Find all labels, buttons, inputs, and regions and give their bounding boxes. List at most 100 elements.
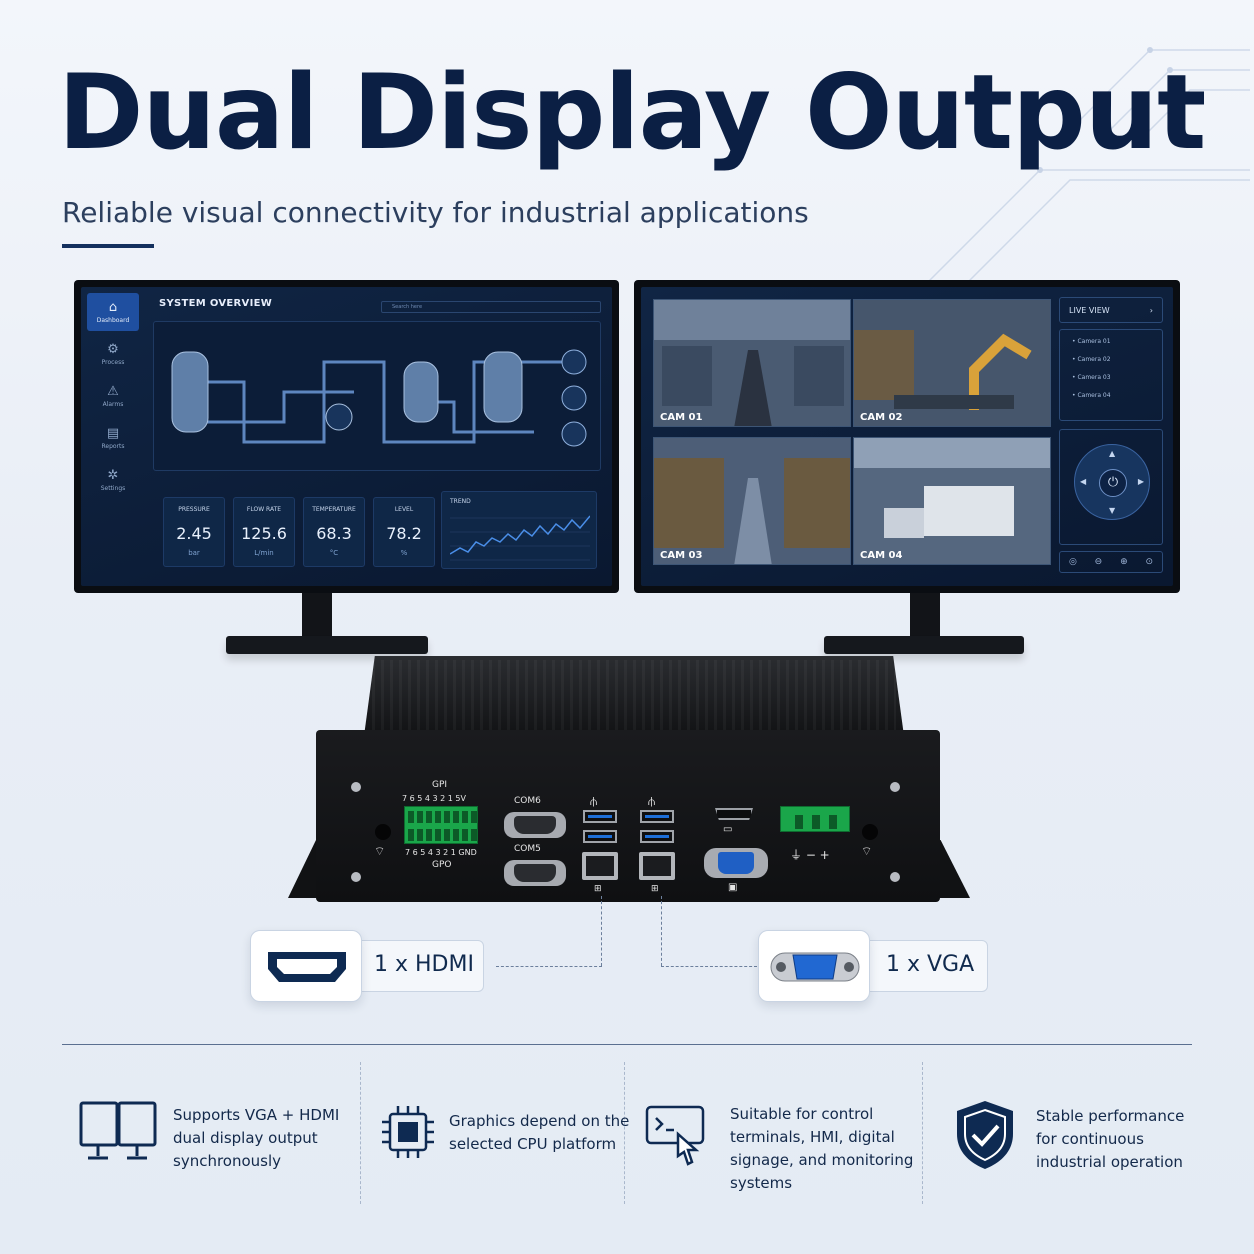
kpi-label: TEMPERATURE [312,506,356,513]
feature-graphics-cpu: Graphics depend on the selected CPU plat… [449,1110,629,1156]
camera-label: CAM 01 [660,412,703,423]
nav-dashboard[interactable]: ⌂ Dashboard [87,293,139,331]
dual-monitor-icon [79,1101,157,1160]
live-view-label: LIVE VIEW [1069,306,1110,315]
storage-racks-scene [654,438,850,564]
record-icon[interactable]: ◎ [1068,557,1077,567]
feature-separator [360,1062,361,1204]
ptz-toolbar: ◎ ⊖ ⊕ ⊙ [1059,551,1163,573]
nav-settings[interactable]: ✲ Settings [87,461,139,499]
gpio-terminal-block[interactable] [404,806,478,844]
heatsink-fins [372,660,896,734]
vga-callout-label: 1 x VGA [886,952,975,977]
com6-port[interactable] [504,812,566,838]
kpi-temperature: TEMPERATURE 68.3 °C [303,497,365,567]
right-monitor: CAM 01 CAM 02 CAM 03 [634,280,1180,593]
nav-label: Reports [101,443,125,450]
gpi-pins-label: 7 6 5 4 3 2 1 5V [402,794,466,803]
feature-line: Suitable for control [730,1105,874,1123]
feature-line: terminals, HMI, digital [730,1128,895,1146]
ptz-dial[interactable]: ▲ ▼ ◀ ▶ ⏻ [1074,444,1150,520]
kpi-label: FLOW RATE [246,506,282,513]
chevron-right-icon: › [1149,306,1153,315]
zoom-in-icon[interactable]: ⊕ [1120,557,1128,567]
home-icon: ⌂ [108,300,118,315]
nav-reports[interactable]: ▤ Reports [87,419,139,457]
usb-port[interactable] [640,810,674,823]
nav-label: Process [101,359,125,366]
vga-connector-line [661,896,662,966]
loading-dock-scene [854,438,1050,564]
device-hdmi-port[interactable] [715,808,753,820]
feature-use-cases: Suitable for control terminals, HMI, dig… [730,1103,913,1195]
kpi-unit: bar [188,549,200,557]
live-view-panel: LIVE VIEW › • Camera 01 • Camera 02 • Ca… [1059,297,1163,575]
feature-line: industrial operation [1036,1153,1183,1171]
wifi-icon: ⌔ [374,844,386,858]
device-vga-port[interactable] [704,848,768,878]
camera-feed-2[interactable]: CAM 02 [853,299,1051,427]
camera-list-item[interactable]: • Camera 01 [1072,338,1111,345]
screw [890,782,900,792]
left-monitor-stand-neck [302,590,332,640]
power-terminal[interactable] [780,806,850,832]
com5-port[interactable] [504,860,566,886]
network-icon: ⊞ [651,884,659,894]
ptz-right-icon[interactable]: ▶ [1137,477,1144,486]
camera-feed-3[interactable]: CAM 03 [653,437,851,565]
camera-list-label: Camera 01 [1077,338,1111,345]
gear-icon: ✲ [107,468,119,483]
screw [351,872,361,882]
live-view-header[interactable]: LIVE VIEW › [1059,297,1163,323]
gpo-label: GPO [432,860,452,870]
kpi-flow-rate: FLOW RATE 125.6 L/min [233,497,295,567]
lan-port-1[interactable] [582,852,618,880]
feature-line: synchronously [173,1152,282,1170]
nav-process[interactable]: ⚙ Process [87,335,139,373]
antenna-hole [375,824,391,840]
com6-label: COM6 [514,796,541,806]
ptz-up-icon[interactable]: ▲ [1109,449,1116,458]
camera-list-item[interactable]: • Camera 04 [1072,392,1111,399]
kpi-value: 78.2 [386,524,422,543]
camera-list-item[interactable]: • Camera 02 [1072,356,1111,363]
kpi-value: 2.45 [176,524,212,543]
page-subtitle: Reliable visual connectivity for industr… [62,196,809,229]
kpi-unit: L/min [254,549,274,557]
ptz-power-icon[interactable]: ⏻ [1099,469,1127,497]
process-diagram-svg [171,349,587,447]
usb-icon: ⫛ [590,794,598,808]
screw [890,872,900,882]
left-monitor-stand-base [226,636,428,654]
usb-port[interactable] [583,830,617,843]
page-title: Dual Display Output [58,53,1206,173]
vga-connector-line [661,966,757,967]
camera-feed-4[interactable]: CAM 04 [853,437,1051,565]
gpi-label: GPI [432,780,448,790]
camera-feed-1[interactable]: CAM 01 [653,299,851,427]
warehouse-scene [654,300,850,426]
ptz-left-icon[interactable]: ◀ [1080,477,1087,486]
nav-alarms[interactable]: ⚠ Alarms [87,377,139,415]
usb-port[interactable] [583,810,617,823]
hmi-search-input[interactable]: Search here [381,301,601,313]
zoom-out-icon[interactable]: ⊖ [1094,557,1103,567]
ptz-down-icon[interactable]: ▼ [1109,506,1116,515]
usb-port[interactable] [640,830,674,843]
system-overview-title: SYSTEM OVERVIEW [159,298,273,309]
snapshot-icon[interactable]: ⊙ [1145,557,1154,567]
camera-label: CAM 02 [860,412,903,423]
touch-terminal-icon [645,1105,705,1166]
circuit-decoration [919,47,1250,291]
right-monitor-stand-neck [910,590,940,640]
kpi-label: LEVEL [394,506,414,513]
cpu-chip-icon [382,1106,434,1158]
nav-label: Dashboard [96,317,130,324]
camera-list-item[interactable]: • Camera 03 [1072,374,1111,381]
camera-list-label: Camera 04 [1077,392,1111,399]
kpi-label: PRESSURE [178,506,210,513]
kpi-unit: °C [329,549,339,557]
feature-line: systems [730,1174,793,1192]
lan-port-2[interactable] [639,852,675,880]
ptz-control: ▲ ▼ ◀ ▶ ⏻ [1059,429,1163,545]
